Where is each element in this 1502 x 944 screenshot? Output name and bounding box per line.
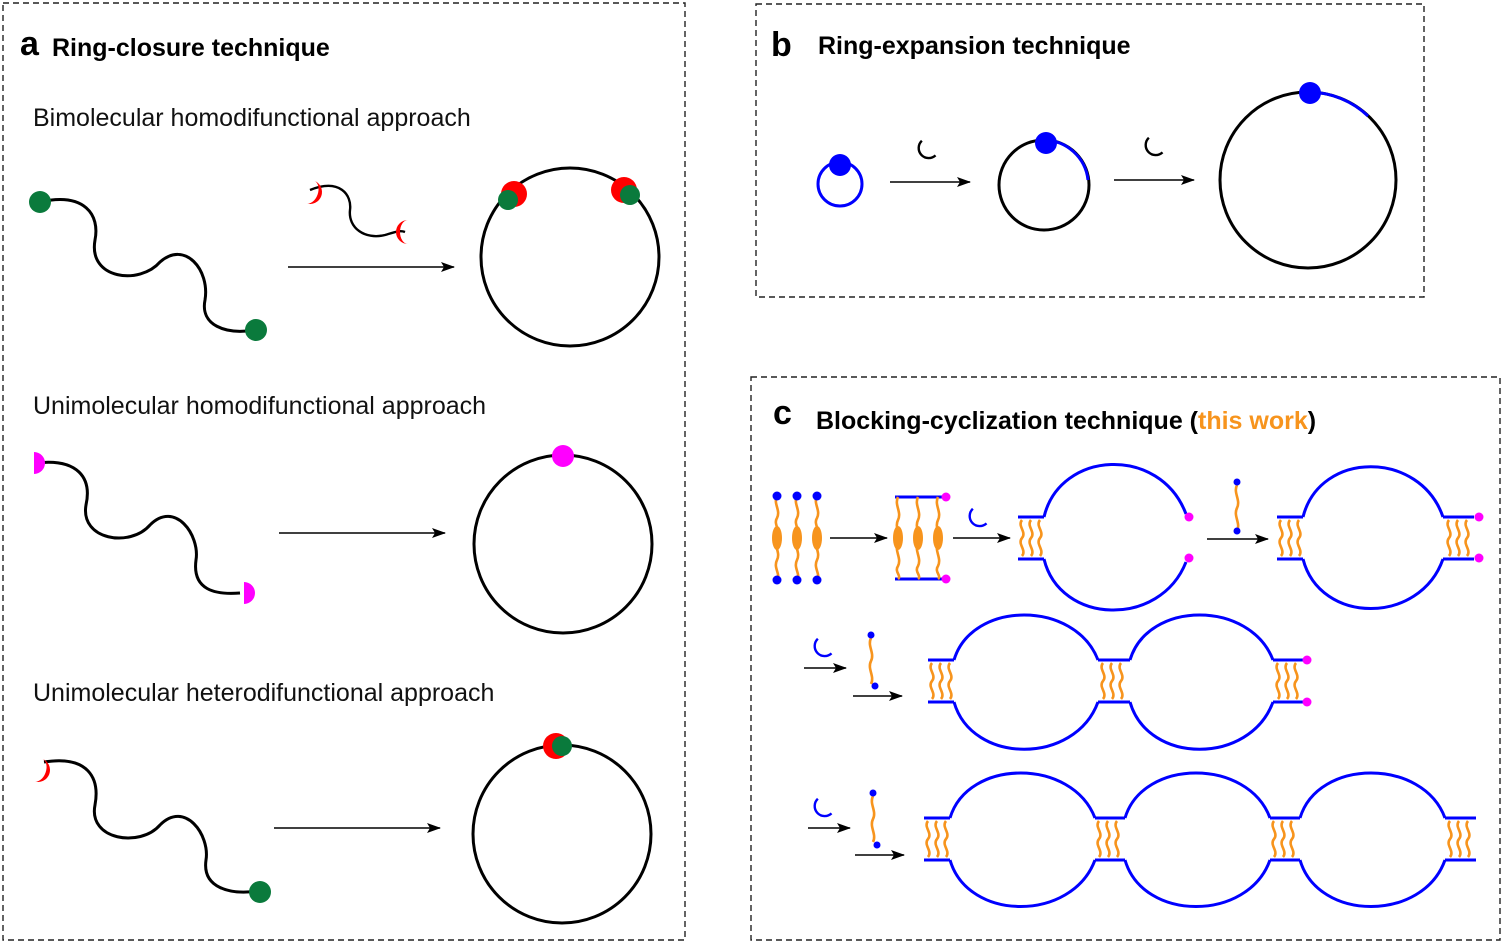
blocking-row-1	[770, 463, 1484, 612]
panel-a-label: a	[20, 25, 40, 63]
monomer-hook	[966, 507, 990, 529]
ring-expansion-diagram	[816, 82, 1398, 270]
green-end-group	[245, 319, 267, 341]
magenta-end-group	[34, 452, 45, 474]
title-suffix: )	[1308, 407, 1316, 435]
red-crescent-group	[33, 758, 54, 786]
approach-3-diagram	[33, 733, 653, 925]
approach-1-diagram	[29, 166, 661, 348]
large-ring	[1218, 90, 1398, 270]
green-end-group	[29, 191, 51, 213]
ring-product	[479, 166, 661, 348]
approach-2-diagram	[34, 445, 654, 635]
panel-a-border	[2, 2, 686, 941]
panel-c-label: c	[773, 394, 792, 432]
panel-c-border	[750, 376, 1501, 941]
monomer-hook	[915, 139, 939, 161]
approach-3-title: Unimolecular heterodifunctional approach	[33, 679, 494, 707]
linker-monomer	[790, 490, 804, 586]
approach-1-title: Bimolecular homodifunctional approach	[33, 104, 471, 132]
ring-product	[471, 743, 653, 925]
linker-monomer	[810, 490, 824, 586]
panel-c-title: Blocking-cyclization technique (this wor…	[816, 407, 1316, 435]
ring-product	[472, 453, 654, 635]
monomer-hook	[1142, 136, 1166, 158]
blocking-row-3	[808, 771, 1476, 908]
red-crescent-group	[305, 180, 326, 208]
blocking-row-2	[804, 613, 1312, 751]
linker-monomer	[770, 490, 784, 586]
title-prefix: Blocking-cyclization technique (	[816, 407, 1199, 435]
green-end-group	[249, 881, 271, 903]
title-highlight: this work	[1198, 407, 1308, 435]
magenta-end-group	[244, 582, 255, 604]
approach-2-title: Unimolecular homodifunctional approach	[33, 392, 486, 420]
panel-b-border	[755, 3, 1425, 298]
panel-b-title: Ring-expansion technique	[818, 32, 1131, 60]
monomer-hook	[811, 797, 835, 819]
monomer-hook	[811, 637, 835, 659]
panel-b-label: b	[771, 26, 792, 64]
panel-a-title: Ring-closure technique	[52, 34, 330, 62]
